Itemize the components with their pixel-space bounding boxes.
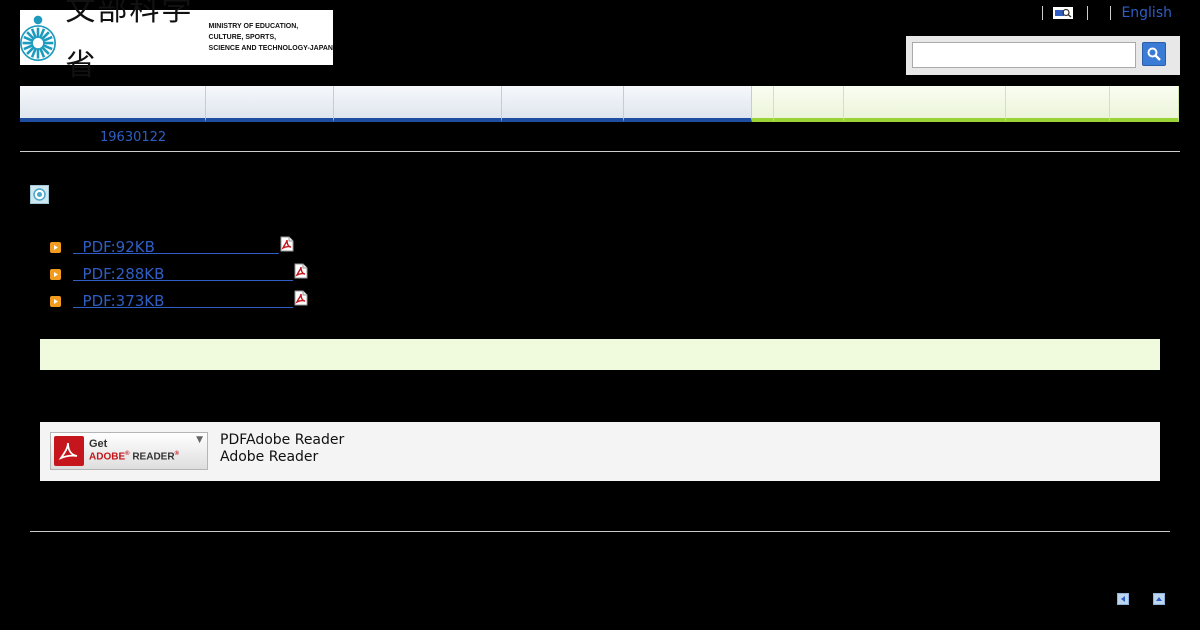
divider [20,151,1180,152]
logo-english-text: MINISTRY OF EDUCATION, CULTURE, SPORTS, … [208,23,333,52]
global-nav-item-9[interactable] [1006,86,1110,122]
bullet-arrow-icon [50,242,61,253]
utility-links: English [1042,5,1172,21]
adobe-product-text: ADOBE® READER® [89,451,179,463]
get-adobe-reader-button[interactable]: Get ADOBE® READER® ▼ [50,432,208,470]
arrow-up-icon [1156,597,1162,601]
back-button[interactable] [1117,593,1129,605]
global-nav-item-8[interactable] [844,86,1006,122]
bullet-arrow-icon [50,269,61,280]
pdf-icon [294,263,308,279]
page-title-icon [30,185,49,204]
list-item: PDF:288KB [50,263,308,290]
global-nav-item-7[interactable] [774,86,844,122]
divider [30,531,1170,532]
global-nav [20,86,1179,122]
download-arrow-icon: ▼ [196,435,203,445]
ministry-emblem-icon [20,15,56,62]
search-button[interactable] [1142,42,1166,66]
bullet-arrow-icon [50,296,61,307]
breadcrumb: 19630122 [100,130,167,145]
pdf-document-link[interactable]: PDF:92KB [73,238,279,256]
divider [1042,6,1044,20]
english-link[interactable]: English [1121,5,1172,21]
global-nav-item-2[interactable] [206,86,334,122]
site-search [906,36,1180,75]
global-nav-item-10[interactable] [1110,86,1179,122]
ministry-logo[interactable]: 文部科学省 MINISTRY OF EDUCATION, CULTURE, SP… [20,0,333,83]
pdf-icon [280,236,294,252]
pdf-icon [294,290,308,306]
adobe-reader-text: PDFAdobe Reader Adobe Reader [220,432,345,465]
logo-kanji-text: 文部科学省 [65,0,194,83]
search-icon [1147,47,1161,61]
global-nav-item-4[interactable] [502,86,624,122]
divider [1087,6,1089,20]
document-list: PDF:92KB PDF:288KB PDF:373K [50,236,308,317]
list-item: PDF:373KB [50,290,308,317]
divider [1110,6,1112,20]
arrow-left-icon [1121,596,1125,602]
text-size-icon[interactable] [1053,7,1074,19]
pdf-document-link[interactable]: PDF:373KB [73,292,294,310]
page-top-button[interactable] [1153,593,1165,605]
adobe-logo-icon [54,436,84,466]
search-input[interactable] [912,42,1136,68]
global-nav-item-5[interactable] [624,86,752,122]
info-bar [40,339,1160,370]
list-item: PDF:92KB [50,236,308,263]
global-nav-item-1[interactable] [20,86,206,122]
global-nav-item-6[interactable] [752,86,774,122]
global-nav-item-3[interactable] [334,86,502,122]
pdf-document-link[interactable]: PDF:288KB [73,265,294,283]
adobe-reader-notice: Get ADOBE® READER® ▼ PDFAdobe Reader Ado… [40,422,1160,481]
adobe-get-text: Get [89,438,108,450]
